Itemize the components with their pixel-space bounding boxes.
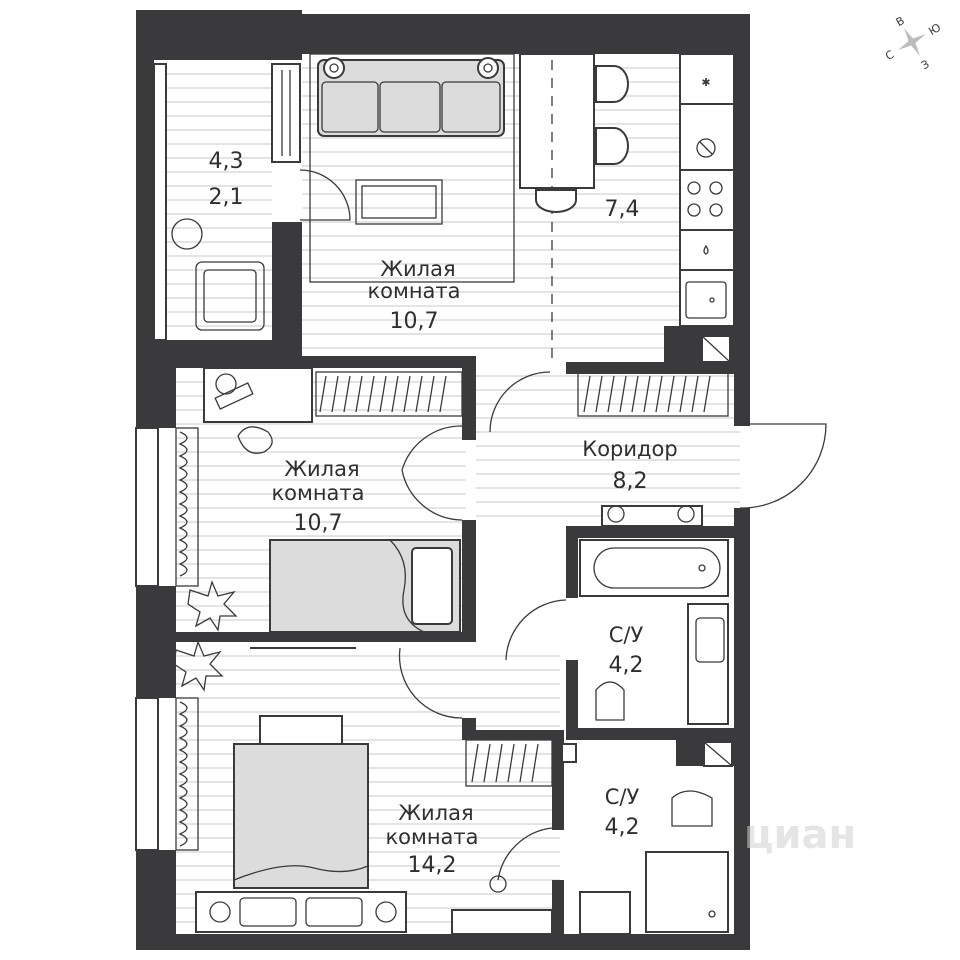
living-mid-label2: комната [271, 481, 364, 505]
balcony-furniture [171, 63, 351, 331]
balcony-area: 4,3 [209, 149, 244, 174]
kitchen-furniture: ✱ [519, 53, 735, 363]
bathroom-2-fixtures [489, 741, 733, 935]
compass-rose: В З Ю С [883, 14, 943, 73]
living-top-area: 10,7 [390, 309, 439, 334]
kitchen-area: 7,4 [605, 197, 640, 222]
svg-text:✱: ✱ [701, 76, 710, 89]
compass-south: З [919, 58, 932, 73]
compass-west: С [883, 48, 896, 63]
compass-east: Ю [926, 21, 943, 38]
living-room-bottom-furniture [173, 640, 553, 935]
watermark: циан [744, 812, 856, 858]
living-top-label2: комната [367, 279, 460, 303]
corridor-fixtures [489, 371, 827, 527]
living-mid-label1: Жилая [284, 457, 359, 481]
bath1-area: 4,2 [609, 653, 644, 678]
balcony-area-secondary: 2,1 [209, 185, 244, 210]
bath1-label: С/У [609, 623, 644, 647]
living-room-mid-furniture [175, 367, 729, 649]
bath2-area: 4,2 [605, 815, 640, 840]
bathroom-1-fixtures [505, 539, 729, 725]
living-mid-area: 10,7 [294, 511, 343, 536]
living-bottom-area: 14,2 [408, 853, 457, 878]
living-top-label1: Жилая [380, 257, 455, 281]
corridor-area: 8,2 [613, 469, 648, 494]
living-room-top-furniture [309, 53, 515, 283]
living-bottom-label1: Жилая [398, 801, 473, 825]
bath2-label: С/У [605, 785, 640, 809]
compass-north: В [894, 14, 907, 29]
corridor-label: Коридор [582, 437, 677, 461]
living-bottom-label2: комната [385, 825, 478, 849]
room-labels: 4,3 2,1 7,4 Жилая комната 10,7 Коридор 8… [209, 149, 678, 878]
